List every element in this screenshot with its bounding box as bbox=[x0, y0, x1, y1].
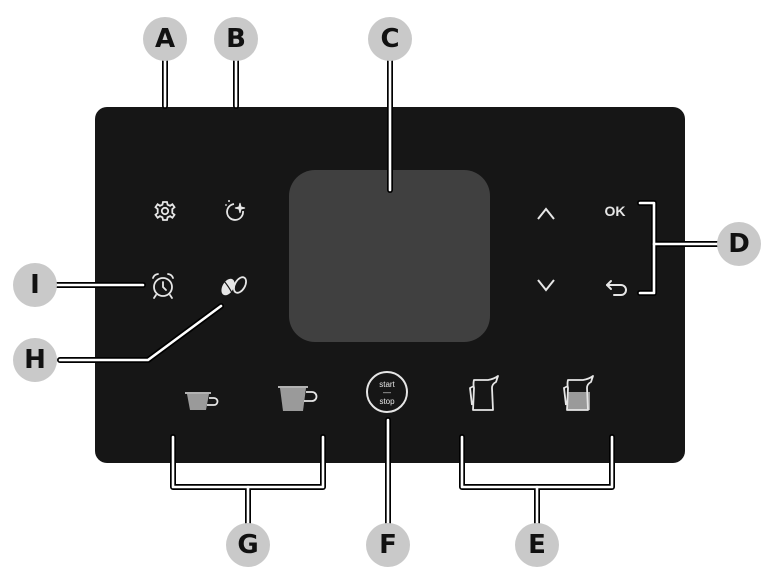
milk-jug-full-icon[interactable] bbox=[563, 375, 594, 411]
leader-lines bbox=[53, 57, 723, 526]
divider-label: — bbox=[383, 388, 391, 397]
small-cup-icon[interactable] bbox=[185, 392, 219, 410]
start-label: start bbox=[379, 380, 395, 389]
callout-d: D bbox=[717, 222, 761, 266]
coffee-beans-icon[interactable] bbox=[219, 275, 249, 297]
arrow-down-icon[interactable] bbox=[537, 279, 555, 292]
callout-c: C bbox=[368, 17, 412, 61]
callout-h: H bbox=[13, 338, 57, 382]
callout-b: B bbox=[214, 17, 258, 61]
display-screen bbox=[289, 170, 490, 342]
ok-button-label[interactable]: OK bbox=[605, 203, 626, 219]
callout-g: G bbox=[226, 523, 270, 567]
callout-a: A bbox=[143, 17, 187, 61]
callout-e: E bbox=[515, 523, 559, 567]
descale-icon[interactable] bbox=[225, 200, 246, 221]
callout-i: I bbox=[13, 263, 57, 307]
back-arrow-icon[interactable] bbox=[606, 280, 627, 296]
large-cup-icon[interactable] bbox=[278, 386, 318, 411]
alarm-clock-icon[interactable] bbox=[152, 273, 174, 299]
callout-f: F bbox=[366, 523, 410, 567]
stop-label: stop bbox=[379, 397, 395, 406]
milk-jug-empty-icon[interactable] bbox=[469, 375, 499, 411]
arrow-up-icon[interactable] bbox=[537, 207, 555, 220]
start-stop-button[interactable]: start — stop bbox=[366, 371, 408, 413]
settings-gear-icon[interactable] bbox=[154, 201, 176, 221]
